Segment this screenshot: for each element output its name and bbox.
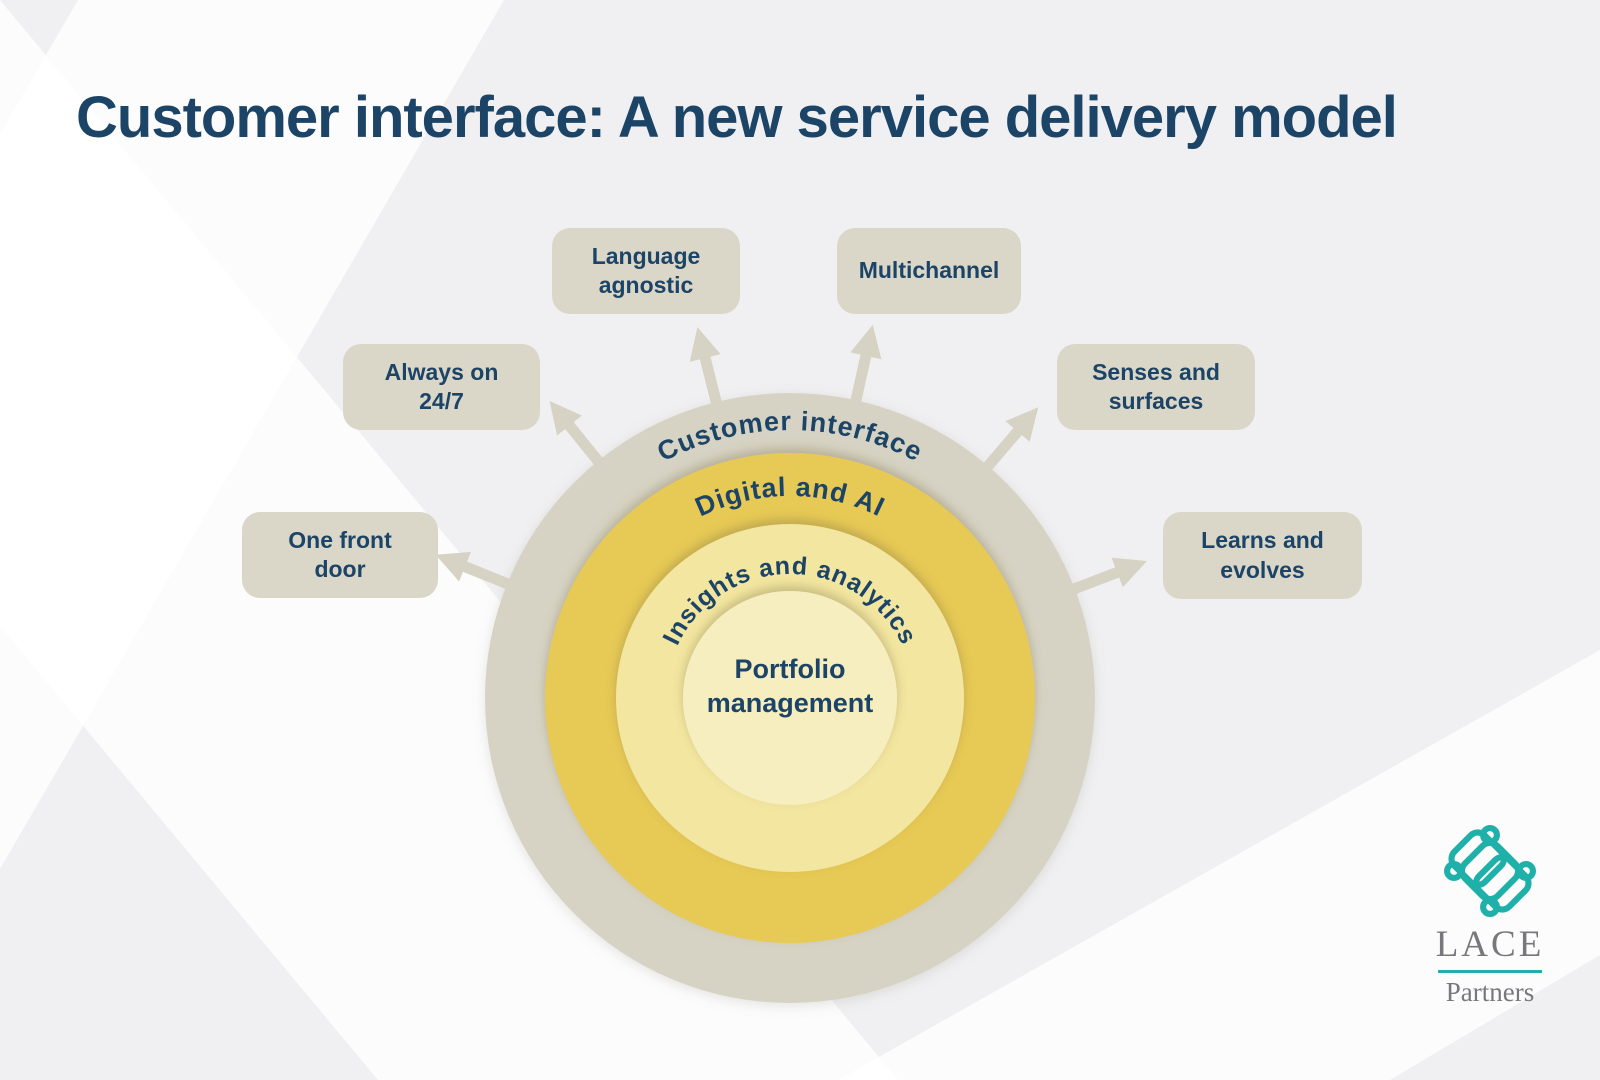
arrow-to-always-on: [549, 400, 615, 481]
callout-label: Multichannel: [858, 257, 1000, 284]
logo-wordmark: LACE: [1435, 924, 1545, 965]
center-label-portfolio-management: Portfolio management: [706, 654, 874, 719]
callout-learns-evolves: Learns and evolves: [1163, 512, 1362, 599]
logo-divider: [1438, 970, 1542, 973]
callout-label: Learns and evolves: [1201, 527, 1324, 583]
watermark-ribbon-bottom-right: [838, 650, 1600, 1080]
arrow-to-language-agnostic: [689, 327, 727, 425]
callout-language-agnostic: Language agnostic: [552, 228, 740, 314]
logo-subtitle: Partners: [1445, 977, 1535, 1007]
arrow-to-senses-surfaces: [970, 407, 1039, 486]
callout-label: Language agnostic: [591, 242, 701, 298]
lace-partners-logo: LACE Partners: [1392, 824, 1588, 1006]
arrow-to-learns-evolves: [1052, 557, 1147, 601]
arrow-to-one-front-door: [435, 551, 530, 596]
callout-label: Senses and surfaces: [1092, 358, 1220, 414]
callout-one-front-door: One front door: [242, 512, 438, 598]
celtic-knot-icon: [1444, 825, 1536, 917]
callout-always-on: Always on 24/7: [343, 344, 540, 430]
callout-multichannel: Multichannel: [837, 228, 1021, 314]
callout-label: Always on 24/7: [384, 358, 499, 414]
callout-label: One front door: [288, 526, 392, 582]
radiating-arrows: [435, 324, 1147, 601]
callout-senses-surfaces: Senses and surfaces: [1057, 344, 1255, 430]
circle-portfolio-management: [683, 591, 897, 805]
page-title: Customer interface: A new service delive…: [76, 85, 1398, 150]
arrow-to-multichannel: [846, 324, 882, 424]
